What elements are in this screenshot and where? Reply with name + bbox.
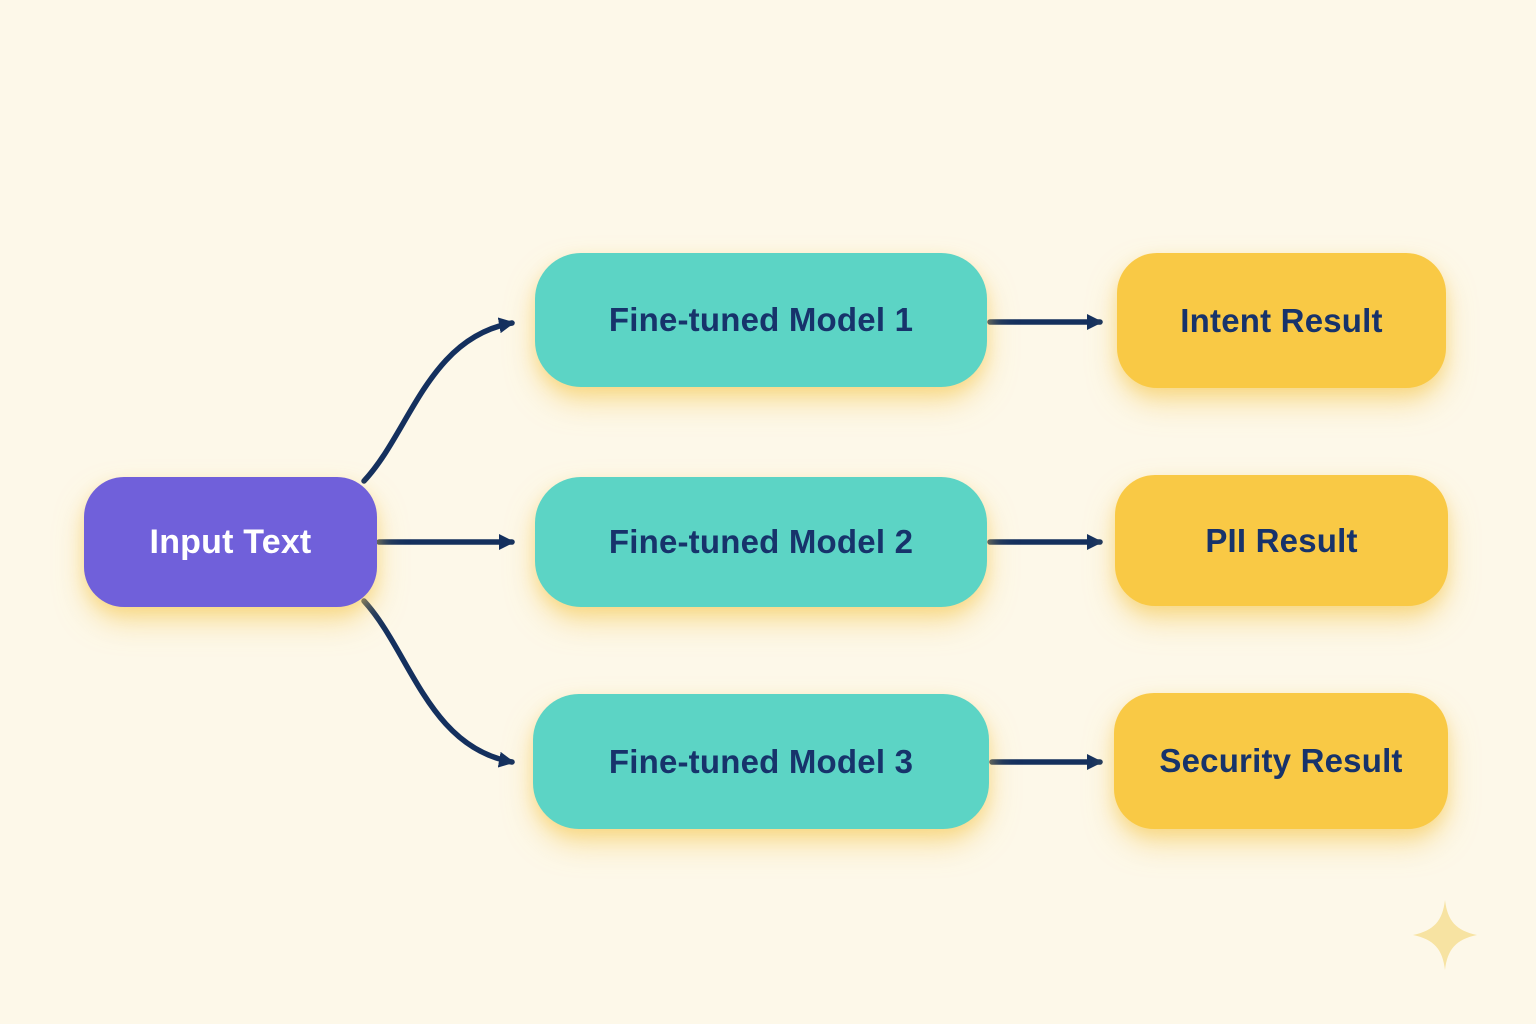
node-intent-result: Intent Result: [1117, 253, 1446, 388]
node-fine-tuned-model-3: Fine-tuned Model 3: [533, 694, 989, 829]
node-fine-tuned-model-1-label: Fine-tuned Model 1: [608, 301, 914, 338]
node-security-result: Security Result: [1114, 693, 1448, 829]
node-input-text-label: Input Text: [149, 522, 312, 561]
edge-input-to-model1: [361, 317, 515, 484]
node-fine-tuned-model-1: Fine-tuned Model 1: [535, 253, 987, 387]
edge-input-to-model3: [361, 598, 515, 768]
node-pii-result: PII Result: [1115, 475, 1448, 606]
node-pii-result-label: PII Result: [1205, 521, 1358, 559]
node-fine-tuned-model-2: Fine-tuned Model 2: [535, 477, 987, 607]
node-fine-tuned-model-2-label: Fine-tuned Model 2: [608, 523, 914, 560]
node-fine-tuned-model-3-label: Fine-tuned Model 3: [608, 742, 914, 780]
node-security-result-label: Security Result: [1159, 742, 1403, 779]
sparkle-icon: [1413, 900, 1477, 970]
node-intent-result-label: Intent Result: [1180, 301, 1383, 339]
node-input-text: Input Text: [84, 477, 377, 607]
